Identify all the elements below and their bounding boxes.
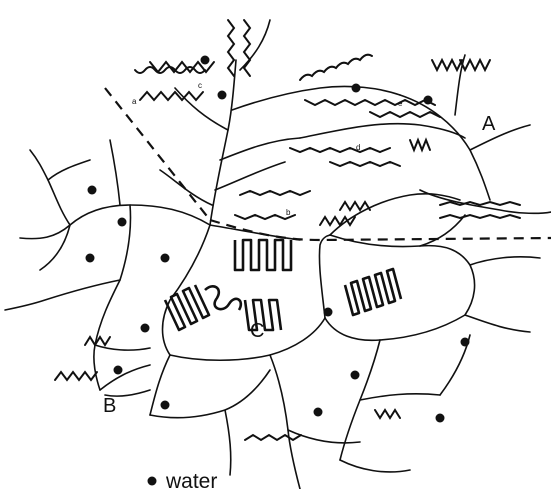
water-dot: [201, 56, 210, 65]
fiber: [100, 365, 150, 390]
helix-chain: [300, 55, 372, 80]
fiber: [470, 257, 540, 265]
water-dot: [324, 308, 333, 317]
fiber: [5, 280, 120, 310]
water-dot: [424, 96, 433, 105]
water-dot: [351, 371, 360, 380]
fiber: [40, 225, 70, 270]
helix-chain: [440, 215, 520, 218]
helix-chain: [55, 372, 97, 380]
fiber: [330, 194, 460, 235]
water-dot: [461, 338, 470, 347]
fiber: [110, 140, 120, 205]
fiber: [340, 460, 410, 472]
helix-chain: [228, 20, 234, 76]
helix-chain: [85, 337, 110, 345]
water-dot: [314, 408, 323, 417]
fiber: [232, 86, 400, 110]
fiber: [225, 410, 231, 475]
helix-chain: [140, 92, 203, 100]
helix-chain: [244, 20, 250, 76]
region-label-a: A: [482, 113, 496, 135]
fiber: [465, 315, 530, 332]
fiber: [150, 370, 270, 418]
fiber: [330, 235, 475, 315]
helix-chain: [290, 148, 390, 152]
helix-chain: [410, 140, 430, 150]
water-dot: [86, 254, 95, 263]
fiber: [319, 235, 330, 318]
fiber: [360, 394, 440, 400]
fiber: [215, 162, 285, 190]
fiber: [48, 160, 90, 180]
fiber: [20, 205, 210, 239]
fiber: [270, 355, 300, 489]
water-dot: [141, 324, 150, 333]
helix-chain: [375, 410, 400, 418]
dashed-boundary: [210, 220, 551, 240]
water-dot: [161, 401, 170, 410]
fiber: [470, 125, 530, 150]
fiber: [325, 315, 465, 340]
water-dot: [148, 477, 157, 486]
helix-chain: [460, 60, 490, 70]
network-fibers: [5, 20, 551, 489]
fiber: [420, 215, 465, 246]
water-dot: [218, 91, 227, 100]
water-dot: [118, 218, 127, 227]
lamellar-crystals: [165, 240, 401, 330]
water-dot: [88, 186, 97, 195]
small-label-d: d: [356, 143, 360, 152]
folded-lamella: [345, 269, 401, 315]
fiber: [240, 20, 270, 70]
fiber: [160, 170, 212, 205]
region-label-c: C: [250, 320, 264, 342]
fiber: [220, 138, 300, 160]
region-label-b: B: [103, 395, 116, 417]
water-dot: [352, 84, 361, 93]
small-label-a: a: [132, 97, 137, 106]
helix-chain: [440, 202, 520, 205]
fiber: [30, 150, 70, 225]
helix-chain: [340, 202, 370, 210]
small-label-c: c: [198, 81, 202, 90]
water-dot: [161, 254, 170, 263]
folded-lamella: [165, 285, 209, 330]
small-label-b: b: [286, 208, 291, 217]
legend-water-label: water: [165, 470, 217, 489]
fiber: [94, 205, 131, 390]
helix-chain: [432, 60, 462, 70]
helix-chain: [245, 435, 301, 440]
folded-lamella: [235, 240, 291, 270]
fiber: [300, 124, 465, 138]
fiber: [210, 225, 300, 240]
water-dot: [114, 366, 123, 375]
fiber: [420, 190, 551, 213]
folded-lamella: [205, 286, 241, 310]
labels: A B C a b c d e water: [103, 81, 496, 489]
water-dot: [436, 414, 445, 423]
small-label-e: e: [398, 99, 403, 108]
helix-chain: [370, 112, 440, 117]
fiber-trunk: [210, 60, 236, 225]
helix-chain: [330, 162, 400, 166]
helix-chain: [240, 191, 310, 195]
fiber: [95, 345, 150, 350]
water-molecules: [86, 56, 470, 486]
